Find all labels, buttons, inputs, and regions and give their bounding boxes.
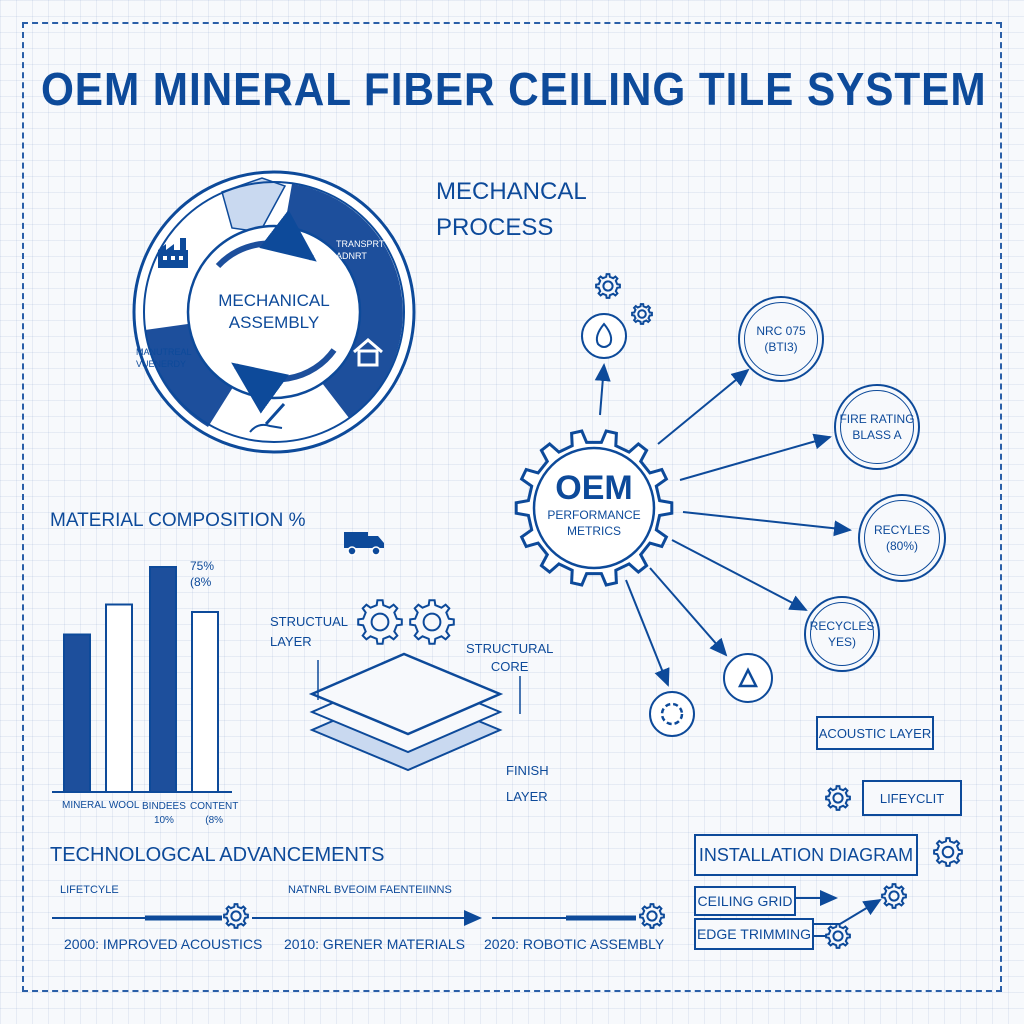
gear-icon-lifecycle — [825, 785, 851, 811]
bar-label-content-line2: (8% — [205, 815, 224, 826]
hub-gear — [514, 429, 674, 587]
recycle-icon — [723, 653, 773, 703]
gear-icon-timeline-2 — [639, 903, 665, 929]
gear-icon-layer-1 — [357, 599, 403, 645]
gear-icon-edge-trim — [825, 923, 851, 949]
metric-recycles-line2: YES) — [827, 635, 856, 649]
cycle-center-line2: ASSEMBLY — [228, 313, 320, 332]
metric-recyles-line1: RECYLES — [873, 523, 931, 537]
installation-diagram-box: INSTALLATION DIAGRAM — [694, 834, 918, 876]
cycle-manual-line2: VUENERDY — [136, 359, 187, 369]
hub-line2: METRICS — [567, 524, 621, 538]
timeline-event-2000: 2000: IMPROVED ACOUSTICS — [64, 936, 263, 952]
material-heading: MATERIAL COMPOSITION % — [50, 510, 306, 531]
material-annotation-line2: (8% — [190, 575, 212, 589]
bar-label-bindees: BINDEES 10% — [142, 800, 186, 828]
bar-chart — [52, 566, 232, 793]
metric-nrc-line1: NRC 075 — [756, 324, 806, 338]
acoustic-layer-box: ACOUSTIC LAYER — [816, 716, 934, 750]
cycle-center-line1: MECHANICAL — [218, 291, 330, 310]
house-icon — [353, 338, 383, 367]
gear-icon-timeline-1 — [223, 903, 249, 929]
structural-core-line2: CORE — [490, 659, 529, 674]
structural-core-label: STRUCTURAL CORE — [466, 640, 553, 676]
blueprint-frame — [22, 22, 1002, 992]
cycle-manual-line1: MANUTREAL — [136, 347, 192, 357]
process-heading-line2: PROCESS — [436, 214, 554, 241]
hub-line1: PERFORMANCE — [547, 508, 641, 522]
gear-icon-top-1 — [595, 273, 621, 299]
bar-label-content: CONTENT (8% — [190, 800, 238, 828]
edge-trimming-box: EDGE TRIMMING — [694, 918, 814, 950]
metric-fire-rating: FIRE RATING BLASS A — [834, 384, 920, 470]
truck-icon — [344, 532, 384, 556]
finish-layer-line2: LAYER — [506, 789, 548, 804]
cycle-transport-label: TRANSPRT ADNRT — [336, 238, 384, 262]
material-annotation: 75% (8% — [190, 558, 214, 590]
gear-icon-top-2 — [631, 303, 653, 325]
fire-icon — [581, 313, 627, 359]
cycle-transport-line2: ADNRT — [336, 251, 367, 261]
material-annotation-line1: 75% — [190, 559, 215, 573]
cycle-ring — [132, 170, 416, 454]
hub-label: OEM PERFORMANCE METRICS — [534, 470, 654, 538]
hub-title: OEM — [555, 469, 633, 507]
bar-2 — [105, 603, 133, 793]
lifecycle-box: LIFEYCLIT — [862, 780, 962, 816]
structural-core-line1: STRUCTURAL — [466, 641, 554, 656]
layer-stack — [308, 652, 521, 772]
page-title: OEM MINERAL FIBER CEILING TILE SYSTEM — [40, 63, 987, 115]
timeline-event-2010: 2010: GRENER MATERIALS — [284, 936, 466, 952]
structural-layer-line1: STRUCTUAL — [270, 614, 349, 629]
metric-recycles-line1: RECYCLES — [809, 619, 875, 633]
metric-nrc: NRC 075 (BTI3) — [738, 296, 824, 382]
metric-recyles-line2: (80%) — [885, 539, 918, 553]
bar-4 — [191, 611, 219, 793]
recycle-gear-icon — [649, 691, 695, 737]
timeline-lifecycle-label: LIFETCYLE — [60, 884, 119, 896]
process-heading: MECHANCAL PROCESS — [436, 174, 587, 246]
gear-icon-ceiling-grid — [881, 883, 907, 909]
metric-fire-line1: FIRE RATING — [839, 412, 915, 426]
cycle-center-label: MECHANICAL ASSEMBLY — [214, 290, 334, 334]
cycle-manual-label: MANUTREAL VUENERDY — [136, 346, 192, 370]
metric-recyles: RECYLES (80%) — [858, 494, 946, 582]
timeline-natural-label: NATNRL BVEOIM FAENTEIINNS — [288, 884, 452, 896]
cycle-transport-line1: TRANSPRT — [336, 239, 385, 249]
factory-icon — [158, 238, 188, 268]
bar-label-bindees-line2: 10% — [153, 815, 174, 826]
bar-3 — [149, 566, 177, 793]
hand-writing-icon — [249, 402, 286, 433]
metric-fire-line2: BLASS A — [852, 428, 902, 442]
metric-recycles: RECYCLES YES) — [804, 596, 880, 672]
finish-layer-label: FINISH LAYER — [506, 758, 549, 810]
metric-nrc-line2: (BTI3) — [764, 340, 798, 354]
structural-layer-line2: LAYER — [270, 634, 312, 649]
structural-layer-label: STRUCTUAL LAYER — [270, 612, 348, 652]
bar-label-content-line1: CONTENT — [190, 801, 239, 812]
timeline-heading: TECHNOLOGCAL ADVANCEMENTS — [50, 844, 385, 866]
bar-label-bindees-line1: BINDEES — [142, 801, 186, 812]
bar-label-mineral-wool: MINERAL WOOL — [62, 800, 140, 811]
gear-icon-layer-2 — [409, 599, 455, 645]
process-heading-line1: MECHANCAL — [436, 178, 587, 205]
hub-arrows — [594, 363, 852, 687]
gear-icon-installation — [933, 837, 963, 867]
finish-layer-line1: FINISH — [506, 763, 549, 778]
bar-1 — [63, 633, 91, 793]
ceiling-grid-box: CEILING GRID — [694, 886, 796, 916]
timeline-event-2020: 2020: ROBOTIC ASSEMBLY — [484, 936, 665, 952]
